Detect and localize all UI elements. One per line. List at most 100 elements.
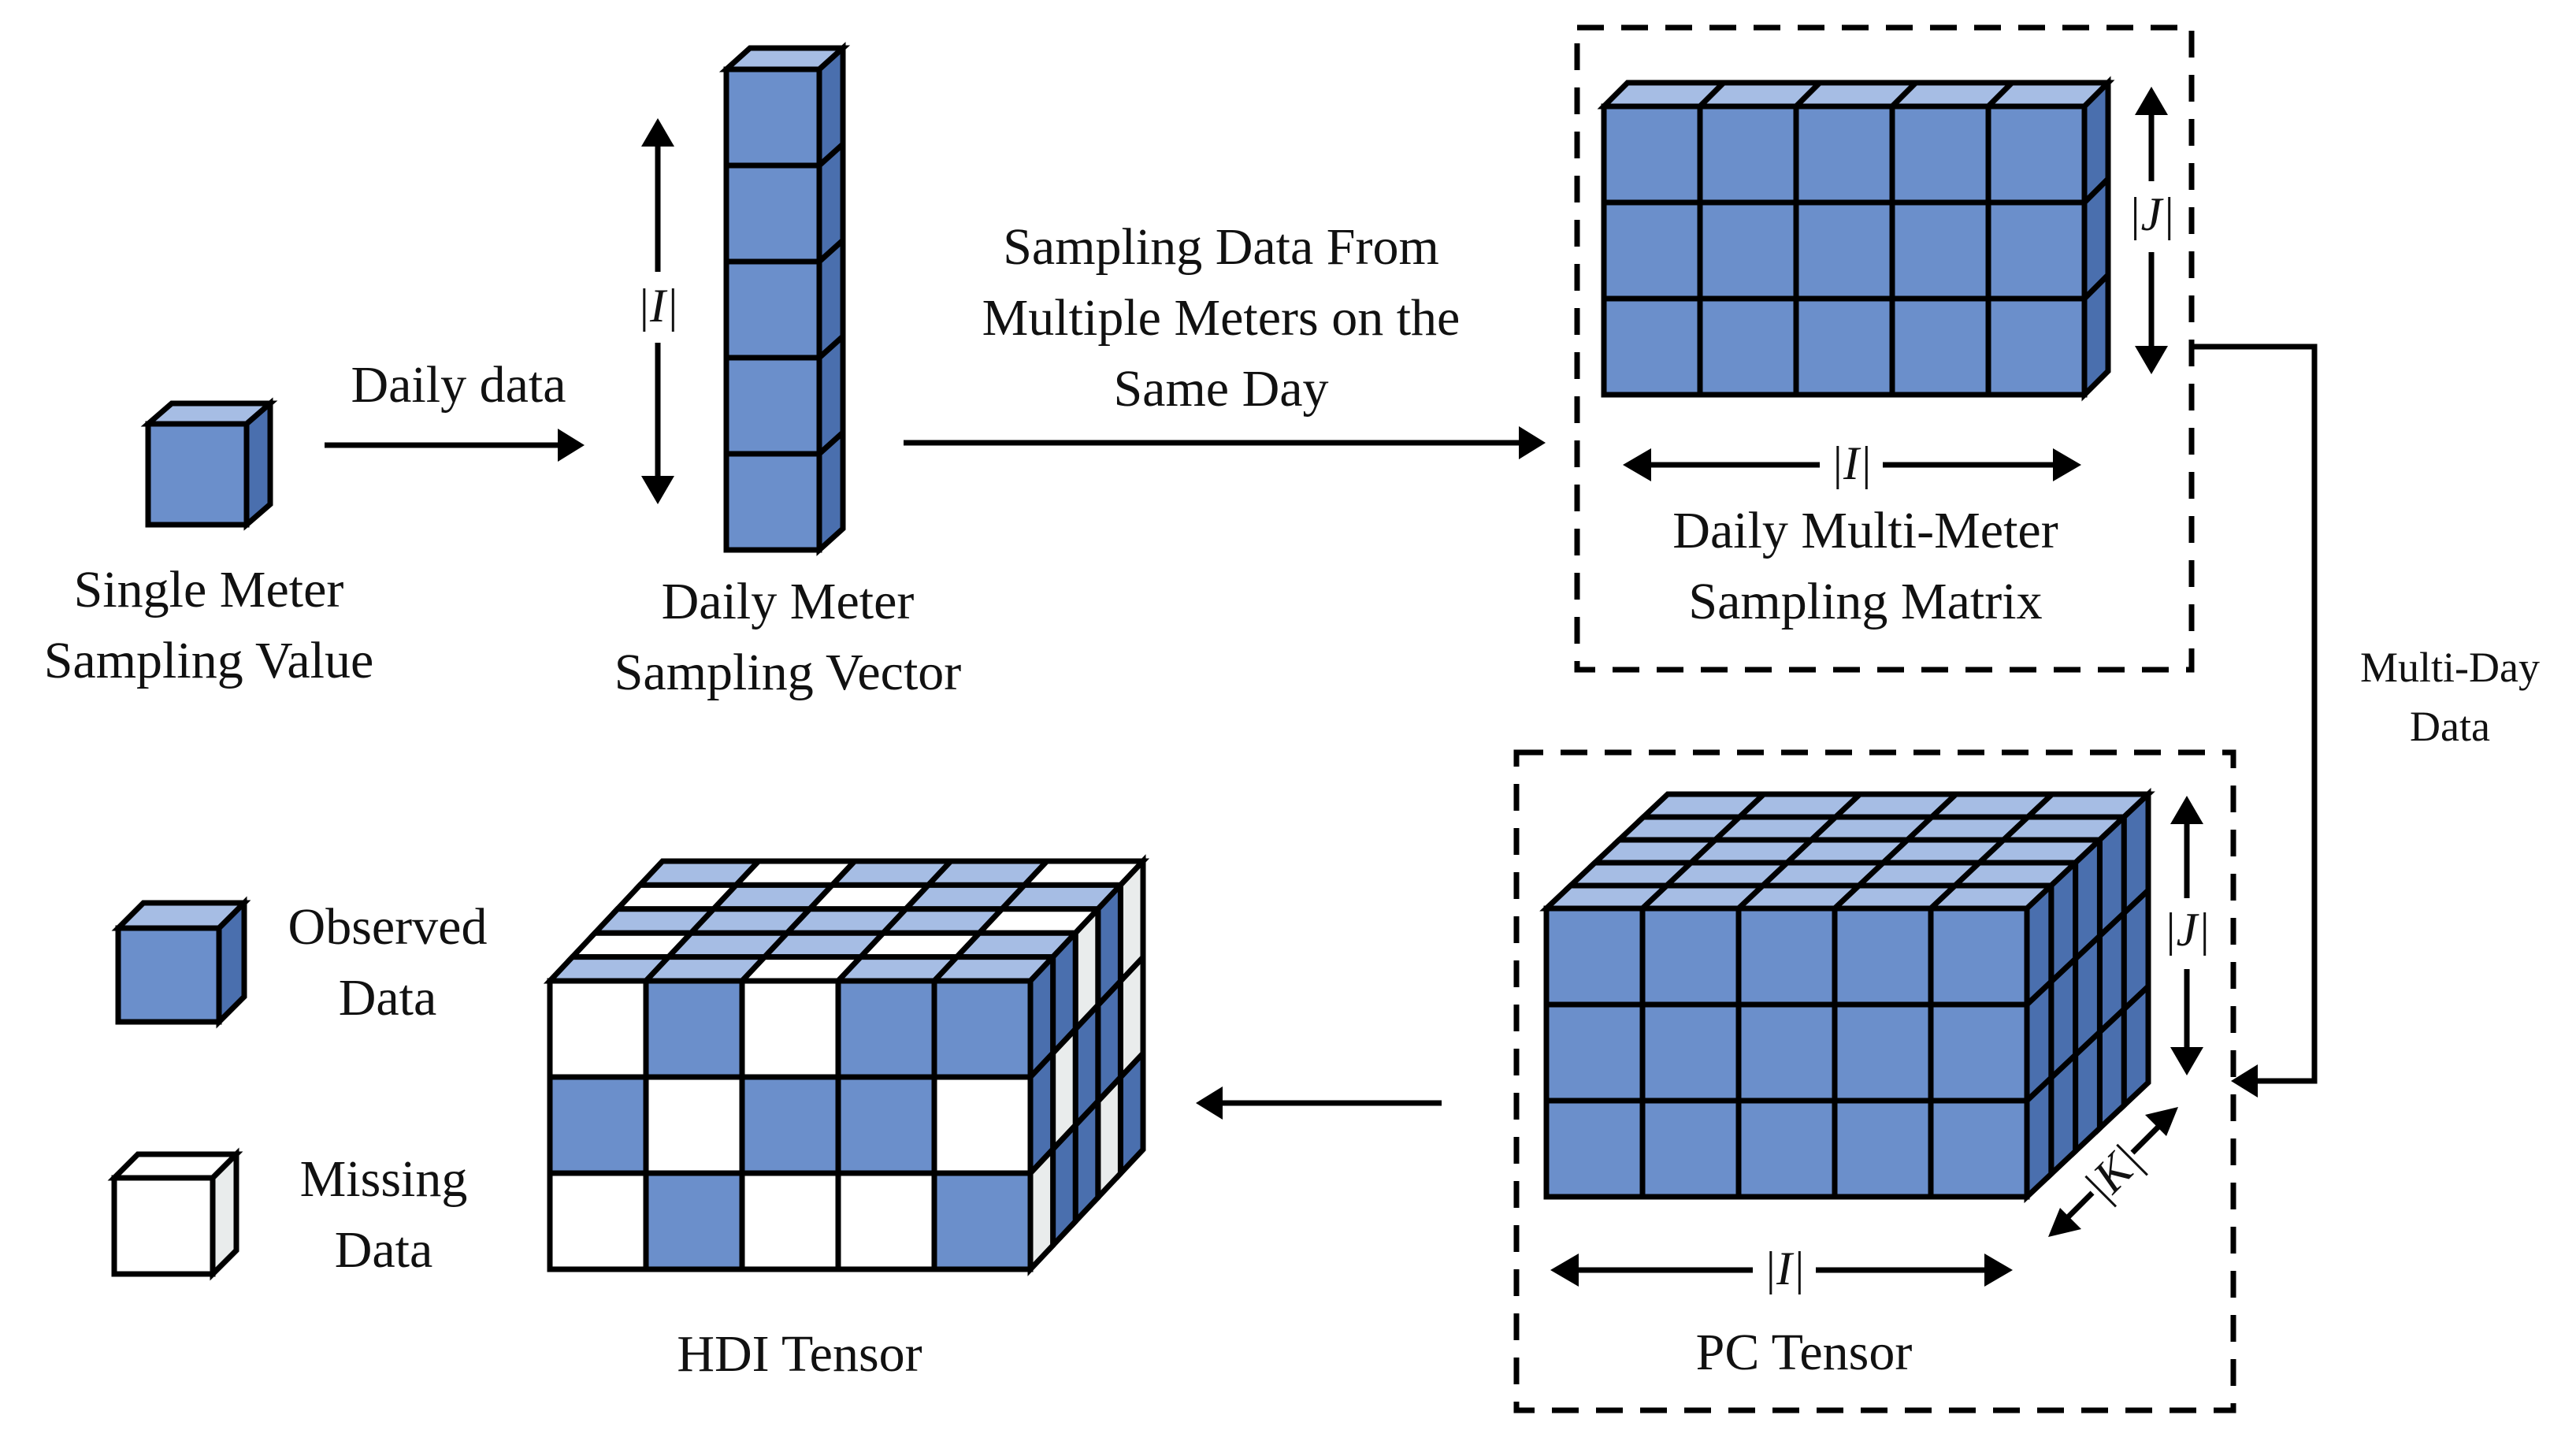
daily-vector-label-line1: Daily Meter (662, 573, 915, 630)
multi-day-label-line1: Multi-Day (2360, 644, 2540, 691)
front-cell (1543, 905, 1646, 1008)
legend-observed-cube (111, 896, 251, 1029)
front-cell (1985, 103, 2088, 206)
front-cell (1889, 199, 1991, 302)
front-cell (643, 978, 745, 1080)
front-cell (1793, 103, 1895, 206)
legend-missing-line1: Missing (300, 1150, 468, 1208)
daily-matrix-label-line1: Daily Multi-Meter (1672, 502, 2058, 559)
front-cell (1697, 199, 1799, 302)
side-cell (1072, 1094, 1101, 1229)
pc-i-dimension-label: |I| (1764, 1242, 1806, 1294)
front-cell (723, 258, 822, 361)
matrix-j-dimension-label: |J| (2128, 188, 2175, 240)
pc-tensor-dashed-box (1513, 749, 2236, 1413)
front-cell (547, 1170, 649, 1272)
front-cell (739, 1170, 841, 1272)
side-cell (1117, 1046, 1146, 1181)
matrix-j-dimension-arrow (2124, 87, 2179, 374)
daily-vector-label-line2: Sampling Vector (614, 644, 962, 701)
vector-i-dimension-label: |I| (637, 280, 679, 332)
legend-observed-line2: Data (339, 969, 437, 1027)
pc-i-dimension-arrow (1550, 1237, 2013, 1303)
front-cell (1639, 1098, 1742, 1200)
daily-data-arrow (325, 429, 585, 462)
front-cell (931, 1170, 1034, 1272)
pc-k-dimension-arrow (2048, 1107, 2178, 1237)
hdi-tensor (543, 854, 1150, 1276)
front-cell (723, 162, 822, 265)
single-meter-cube (140, 397, 278, 531)
front-cell (1639, 1001, 1742, 1104)
front-cell (643, 1170, 745, 1272)
side-cell (2073, 1025, 2103, 1158)
front-cell (1735, 905, 1838, 1008)
side-cell (2024, 1071, 2054, 1204)
front-cell (723, 451, 822, 553)
side-cell (2048, 1048, 2079, 1181)
front-cell (1543, 1001, 1646, 1104)
side-cell (2121, 979, 2151, 1112)
front-cell (1928, 1098, 2030, 1200)
daily-matrix-label-line2: Sampling Matrix (1688, 573, 2042, 630)
pc-tensor-label: PC Tensor (1696, 1324, 1913, 1381)
sampling-arrow (904, 426, 1546, 459)
front-cell (643, 1074, 745, 1176)
front-cell (835, 1074, 937, 1176)
front-cell (1639, 905, 1742, 1008)
front-cell (1928, 905, 2030, 1008)
front-cell (931, 1074, 1034, 1176)
front-cell (1928, 1001, 2030, 1104)
daily-meter-sampling-vector (718, 42, 851, 556)
single-meter-label-line1: Single Meter (74, 561, 344, 618)
front-cell (835, 1170, 937, 1272)
sampling-label-line2: Multiple Meters on the (982, 289, 1461, 347)
front-cell (739, 1074, 841, 1176)
pc-tensor (1539, 787, 2155, 1204)
side-cell (1027, 1142, 1056, 1276)
front-cell (1543, 1098, 1646, 1200)
front-cell (1832, 905, 1934, 1008)
matrix-i-dimension-arrow (1623, 432, 2081, 498)
pc-to-hdi-arrow (1196, 1086, 1442, 1120)
sampling-label-line3: Same Day (1113, 360, 1328, 418)
front-cell (1985, 199, 2088, 302)
front-cell (1601, 295, 1703, 398)
multi-day-arrow (2192, 344, 2318, 1098)
front-cell (1832, 1001, 1934, 1104)
single-meter-label-line2: Sampling Value (44, 632, 374, 689)
pc-j-dimension-label: |J| (2163, 904, 2210, 956)
front-cell (1889, 295, 1991, 398)
daily-data-label: Daily data (351, 356, 566, 414)
side-cell (1050, 1118, 1078, 1253)
front-cell (1832, 1098, 1934, 1200)
front-cell (1601, 199, 1703, 302)
front-cell (723, 355, 822, 457)
front-cell (1735, 1098, 1838, 1200)
side-cell (816, 426, 846, 556)
multi-day-label-line2: Data (2410, 703, 2490, 750)
vector-i-dimension-arrow (630, 118, 685, 504)
front-cell (835, 978, 937, 1080)
front-cell (1697, 103, 1799, 206)
side-cell (2081, 268, 2111, 402)
hdi-tensor-label: HDI Tensor (677, 1325, 922, 1383)
front-cell (739, 978, 841, 1080)
side-cell (1095, 1070, 1123, 1205)
front-cell (1985, 295, 2088, 398)
legend-missing-cube (107, 1147, 243, 1281)
front-cell (1793, 199, 1895, 302)
front-cell (1735, 1001, 1838, 1104)
side-cell (2096, 1002, 2127, 1135)
daily-multi-meter-sampling-matrix (1597, 76, 2115, 402)
legend-observed-line1: Observed (288, 898, 488, 956)
front-cell (931, 978, 1034, 1080)
front-cell (547, 1074, 649, 1176)
sampling-label-line1: Sampling Data From (1003, 218, 1439, 276)
front-cell (547, 978, 649, 1080)
front-cell (723, 66, 822, 169)
front-cell (1601, 103, 1703, 206)
front-cell (1697, 295, 1799, 398)
front-cell (1889, 103, 1991, 206)
